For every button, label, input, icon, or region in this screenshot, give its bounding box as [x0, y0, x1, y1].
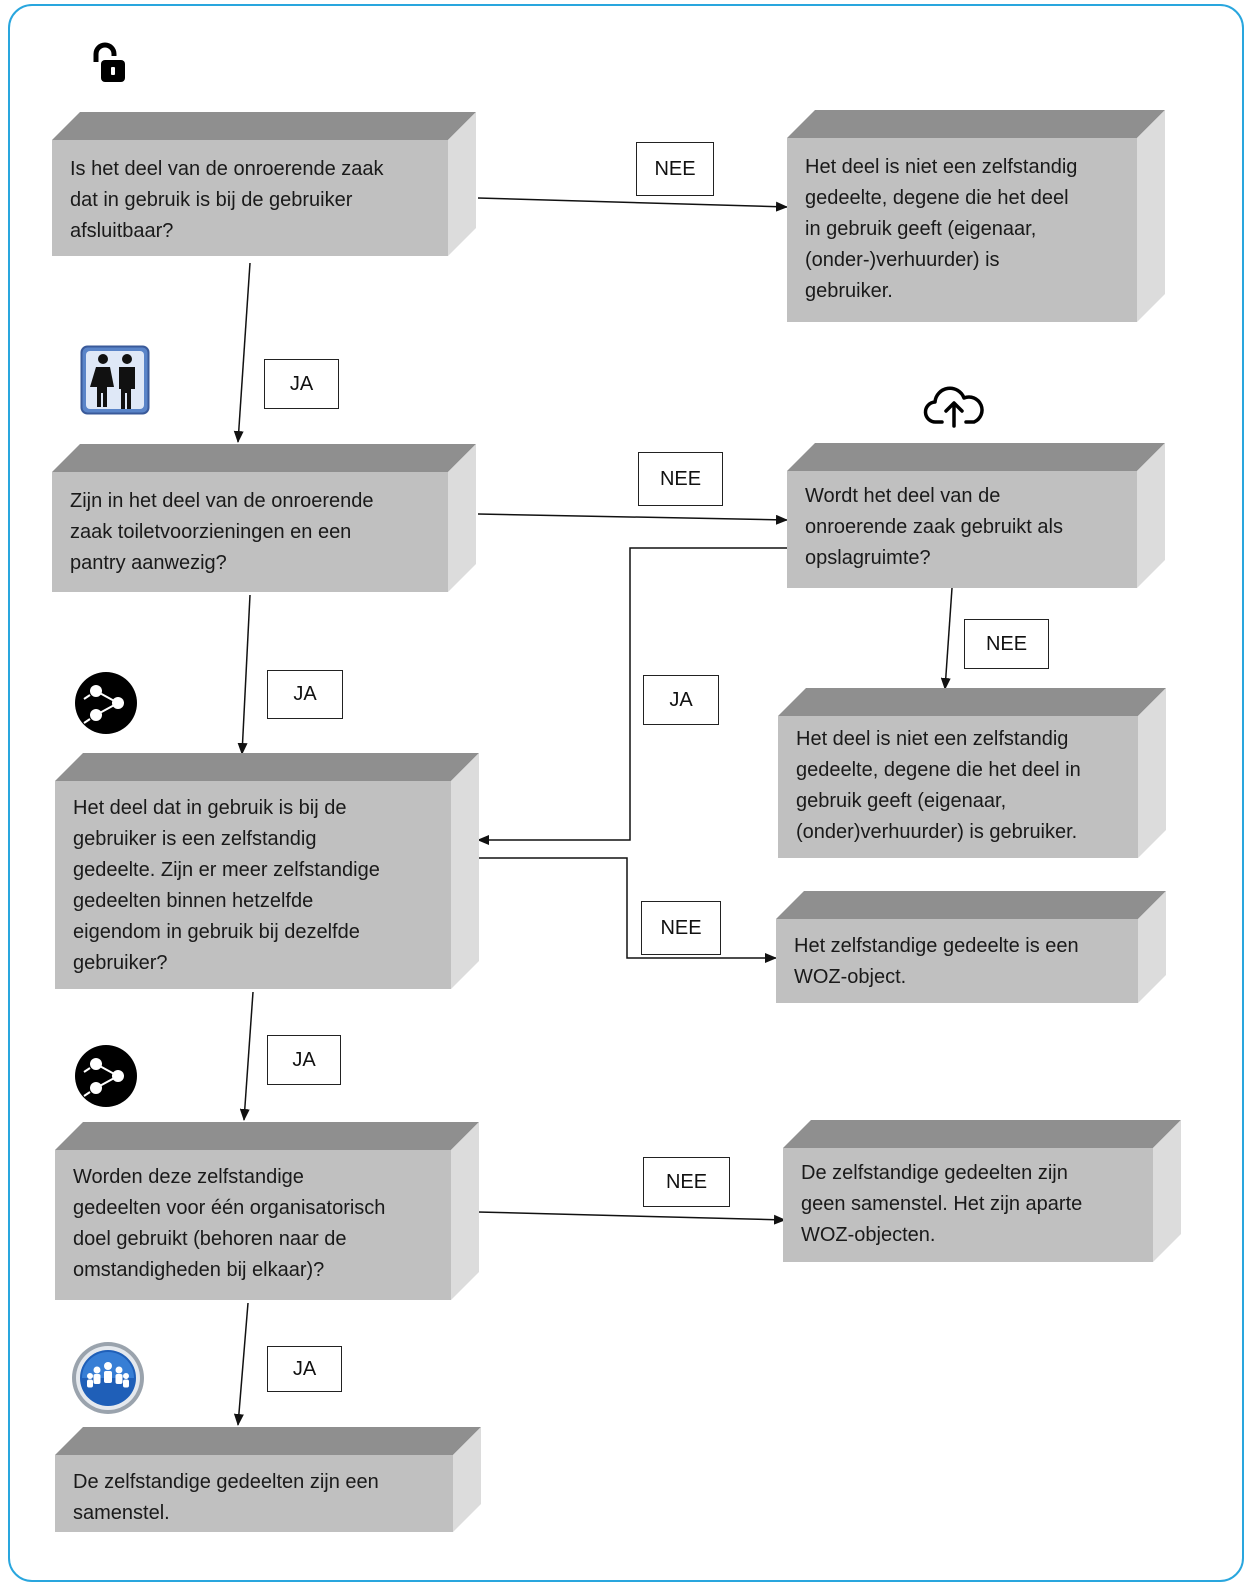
box-text: Het deel is niet een zelfstandig gedeelt…	[778, 716, 1138, 858]
arrow-q4-q5	[239, 991, 254, 1121]
box-text: De zelfstandige gedeelten zijn een samen…	[55, 1455, 453, 1532]
box-text: De zelfstandige gedeelten zijn geen same…	[783, 1148, 1153, 1262]
box-text: Wordt het deel van de onroerende zaak ge…	[787, 471, 1137, 588]
arrow-q2-q4	[237, 594, 251, 755]
label-nee: NEE	[641, 901, 721, 955]
arrow-q2-q3	[477, 513, 788, 525]
box-text: Het zelfstandige gedeelte is een WOZ-obj…	[776, 919, 1138, 1003]
arrow-q1-q2	[233, 262, 251, 443]
label-nee: NEE	[964, 619, 1049, 669]
question-multiple-parts: Het deel dat in gebruik is bij de gebrui…	[55, 753, 479, 989]
share-icon	[75, 672, 137, 734]
label-ja: JA	[643, 675, 719, 725]
result-no-composite: De zelfstandige gedeelten zijn geen same…	[783, 1120, 1181, 1262]
question-lockable: Is het deel van de onroerende zaak dat i…	[52, 112, 476, 256]
question-toilet-pantry: Zijn in het deel van de onroerende zaak …	[52, 444, 476, 592]
arrow-q1-r1	[477, 197, 788, 212]
label-nee: NEE	[643, 1157, 730, 1207]
arrow-q3-r3	[940, 587, 953, 690]
arrow-q5-r6	[233, 1302, 249, 1426]
box-text: Het deel dat in gebruik is bij de gebrui…	[55, 781, 451, 989]
arrow-q4-r4	[478, 857, 777, 963]
question-storage: Wordt het deel van de onroerende zaak ge…	[787, 443, 1165, 588]
result-not-independent-2: Het deel is niet een zelfstandig gedeelt…	[778, 688, 1166, 858]
result-woz-object: Het zelfstandige gedeelte is een WOZ-obj…	[776, 891, 1166, 1003]
share-icon	[75, 1045, 137, 1107]
box-text: Zijn in het deel van de onroerende zaak …	[52, 472, 448, 592]
result-not-independent-1: Het deel is niet een zelfstandig gedeelt…	[787, 110, 1165, 322]
label-nee: NEE	[638, 452, 723, 506]
unlock-icon	[93, 42, 125, 82]
label-ja: JA	[264, 359, 339, 409]
label-ja: JA	[267, 670, 343, 719]
label-nee: NEE	[636, 142, 714, 196]
result-composite: De zelfstandige gedeelten zijn een samen…	[55, 1427, 481, 1532]
arrow-q5-r5	[477, 1211, 786, 1225]
label-ja: JA	[267, 1346, 342, 1392]
diagram-frame	[8, 4, 1244, 1582]
group-icon	[72, 1342, 144, 1414]
box-text: Het deel is niet een zelfstandig gedeelt…	[787, 138, 1137, 322]
box-text: Is het deel van de onroerende zaak dat i…	[52, 140, 448, 256]
restroom-icon	[80, 345, 150, 415]
box-text: Worden deze zelfstandige gedeelten voor …	[55, 1150, 451, 1300]
arrow-q3-q4	[477, 547, 787, 845]
cloud-upload-icon	[923, 386, 984, 428]
label-ja: JA	[267, 1035, 341, 1085]
question-organisational-goal: Worden deze zelfstandige gedeelten voor …	[55, 1122, 479, 1300]
